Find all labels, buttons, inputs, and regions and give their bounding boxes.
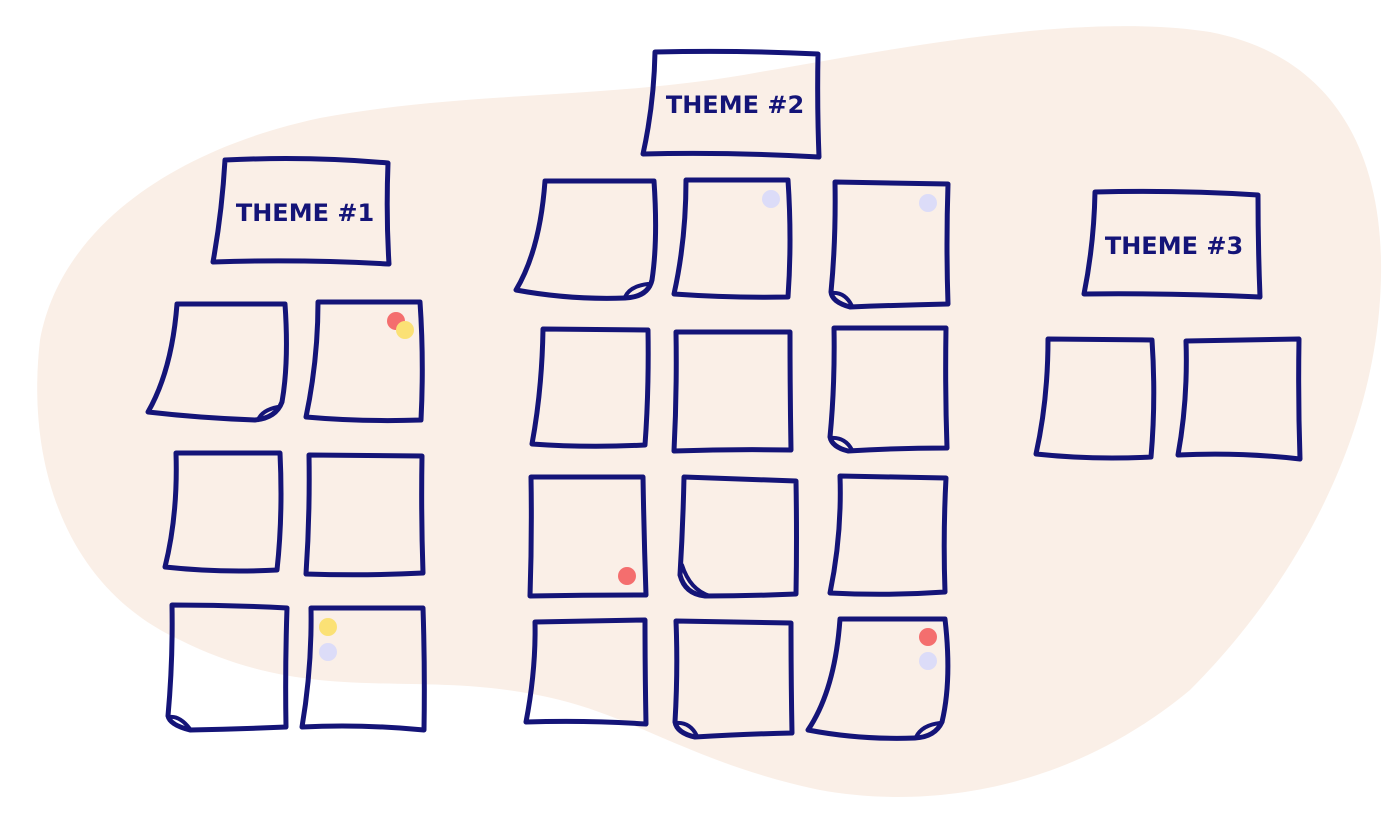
theme-1-note-5[interactable] xyxy=(165,602,290,733)
theme-1-label: THEME #1 xyxy=(236,199,374,227)
theme-2-note-2[interactable] xyxy=(671,177,793,300)
lavender-dot xyxy=(919,652,937,670)
theme-1-note-2[interactable] xyxy=(303,299,425,424)
theme-1-note-3[interactable] xyxy=(162,450,284,574)
theme-1-header-note[interactable]: THEME #1 xyxy=(210,156,392,267)
lavender-dot xyxy=(762,190,780,208)
theme-3-group: THEME #3 xyxy=(1033,188,1303,462)
theme-3-note-2[interactable] xyxy=(1175,336,1303,462)
theme-1-group: THEME #1 xyxy=(145,156,427,733)
theme-1-note-4[interactable] xyxy=(303,452,426,578)
theme-2-note-12[interactable] xyxy=(805,616,951,741)
lavender-dot xyxy=(319,643,337,661)
theme-2-note-6[interactable] xyxy=(827,325,950,454)
theme-1-note-1[interactable] xyxy=(145,301,289,423)
theme-1-note-6[interactable] xyxy=(299,605,427,733)
yellow-dot xyxy=(396,321,414,339)
theme-2-note-9[interactable] xyxy=(827,473,949,597)
theme-2-note-4[interactable] xyxy=(529,326,651,449)
theme-2-note-1[interactable] xyxy=(513,178,659,301)
theme-3-label: THEME #3 xyxy=(1105,232,1243,260)
theme-3-header-note[interactable]: THEME #3 xyxy=(1081,188,1263,300)
red-dot xyxy=(618,567,636,585)
yellow-dot xyxy=(319,618,337,636)
theme-2-note-5[interactable] xyxy=(671,329,794,454)
theme-2-note-11[interactable] xyxy=(672,618,795,740)
theme-2-note-7[interactable] xyxy=(527,474,649,599)
lavender-dot xyxy=(919,194,937,212)
theme-2-label: THEME #2 xyxy=(666,91,804,119)
red-dot xyxy=(919,628,937,646)
theme-2-note-10[interactable] xyxy=(523,617,649,727)
theme-3-note-1[interactable] xyxy=(1033,336,1157,461)
theme-2-note-3[interactable] xyxy=(828,179,951,310)
theme-2-group: THEME #2 xyxy=(513,48,951,741)
theme-2-header-note[interactable]: THEME #2 xyxy=(640,48,822,160)
background-blob xyxy=(37,26,1382,797)
theme-2-note-8[interactable] xyxy=(677,474,799,599)
